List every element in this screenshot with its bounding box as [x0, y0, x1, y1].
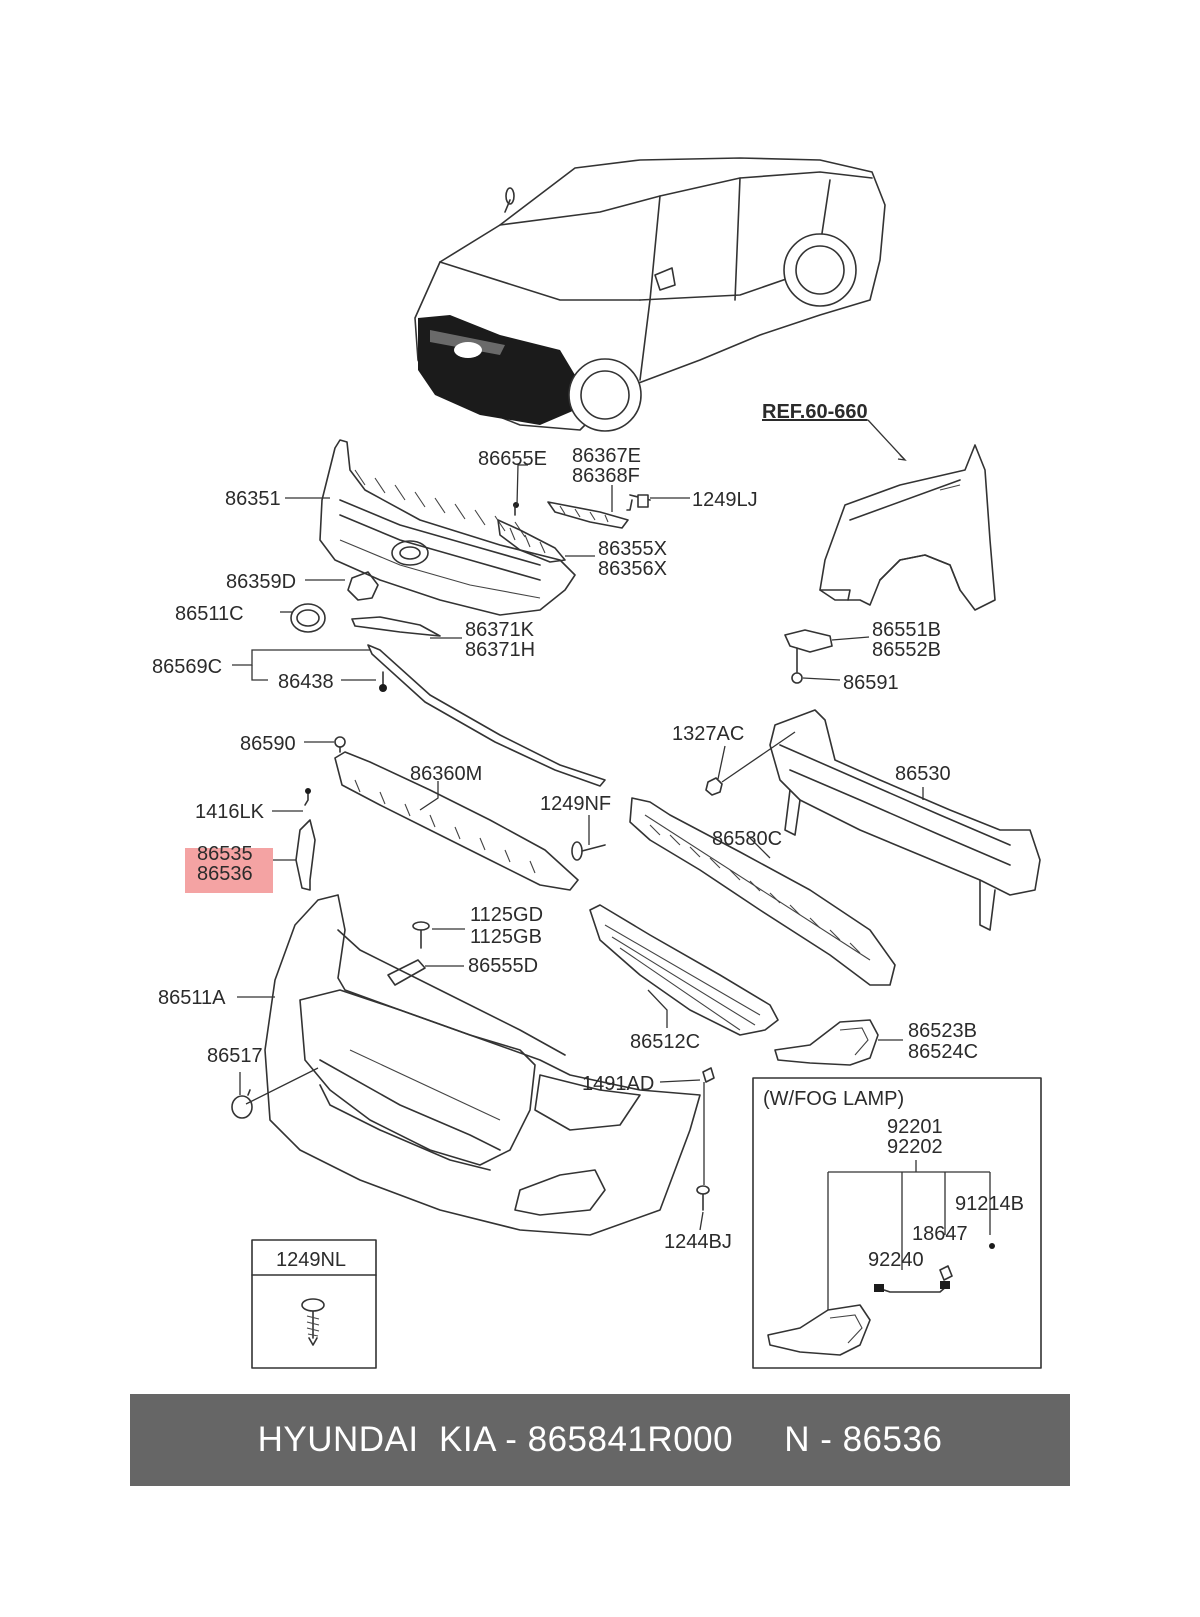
fog-lamp-title: (W/FOG LAMP): [763, 1088, 904, 1110]
label-86580C: 86580C: [712, 828, 782, 850]
label-86368F: 86368F: [572, 465, 640, 487]
label-92202: 92202: [887, 1136, 943, 1158]
label-86360M: 86360M: [410, 763, 482, 785]
fog-lamp-cover-illustration: [774, 1019, 879, 1066]
label-1249NF: 1249NF: [540, 793, 611, 815]
highlight-box: [185, 848, 273, 893]
label-86655E: 86655E: [478, 448, 547, 470]
label-86355X: 86355X: [598, 538, 667, 560]
label-86438: 86438: [278, 671, 334, 693]
label-92240: 92240: [868, 1249, 924, 1271]
bumper-beam-illustration: [769, 709, 1041, 931]
label-86512C: 86512C: [630, 1031, 700, 1053]
label-86591: 86591: [843, 672, 899, 694]
label-1125GD: 1125GD: [470, 904, 543, 926]
screw-icon: [301, 1298, 325, 1346]
label-86569C: 86569C: [152, 656, 222, 678]
front-bumper-illustration: [264, 894, 701, 1236]
fastener-callout-box: 1249NL: [251, 1239, 377, 1369]
label-86356X: 86356X: [598, 558, 667, 580]
label-1249NL: 1249NL: [276, 1249, 346, 1271]
bracket-illustrations: [497, 494, 833, 684]
label-86367E: 86367E: [572, 445, 641, 467]
towing-hook-cap-illustration: [231, 1095, 253, 1119]
car-illustration: [414, 157, 886, 432]
label-86551B: 86551B: [872, 619, 941, 641]
label-86524C: 86524C: [908, 1041, 978, 1063]
label-1416LK: 1416LK: [195, 801, 265, 823]
label-18647: 18647: [912, 1223, 968, 1245]
label-86371K: 86371K: [465, 619, 535, 641]
label-86530: 86530: [895, 763, 951, 785]
label-86555D: 86555D: [468, 955, 538, 977]
label-86517: 86517: [207, 1045, 263, 1067]
label-1244BJ: 1244BJ: [664, 1231, 732, 1253]
upper-member-illustration: [334, 751, 579, 891]
label-86590: 86590: [240, 733, 296, 755]
label-1327AC: 1327AC: [672, 723, 744, 745]
label-86351: 86351: [225, 488, 281, 510]
bumper-bracket-illustration: [387, 959, 426, 986]
label-86359D: 86359D: [226, 571, 296, 593]
banner-text: HYUNDAI KIA - 865841R000 N - 86536: [257, 1420, 943, 1459]
grille-molding-illustration: [351, 616, 441, 637]
label-86511C: 86511C: [175, 603, 244, 625]
label-91214B: 91214B: [955, 1193, 1024, 1215]
fender-illustration: [819, 444, 996, 611]
grille-cover-illustration: [347, 571, 379, 601]
label-86536: 86536: [197, 863, 253, 885]
radiator-grille-illustration: [319, 439, 576, 616]
label-86523B: 86523B: [908, 1020, 977, 1042]
label-86535: 86535: [197, 843, 253, 865]
label-ref-60-660: REF.60-660: [762, 401, 868, 423]
emblem-illustration: [290, 603, 326, 633]
bumper-molding-illustration: [367, 644, 606, 787]
label-1125GB: 1125GB: [470, 926, 542, 948]
leader-lines: [232, 464, 924, 1231]
label-86511A: 86511A: [158, 987, 226, 1009]
fog-lamp-inset: (W/FOG LAMP) 92201 92202 91214B 18647 92…: [752, 1077, 1042, 1369]
label-1249LJ: 1249LJ: [692, 489, 758, 511]
label-1491AD: 1491AD: [582, 1073, 654, 1095]
label-92201: 92201: [887, 1116, 943, 1138]
lower-grille-illustration: [589, 904, 779, 1036]
side-bracket-illustration: [295, 819, 316, 891]
energy-absorber-illustration: [629, 797, 896, 986]
part-labels: REF.60-660 86655E 86367E 86368F 86351 12…: [152, 401, 978, 1253]
label-86552B: 86552B: [872, 639, 941, 661]
label-86371H: 86371H: [465, 639, 535, 661]
part-number-banner: HYUNDAI KIA - 865841R000 N - 86536: [130, 1394, 1070, 1486]
